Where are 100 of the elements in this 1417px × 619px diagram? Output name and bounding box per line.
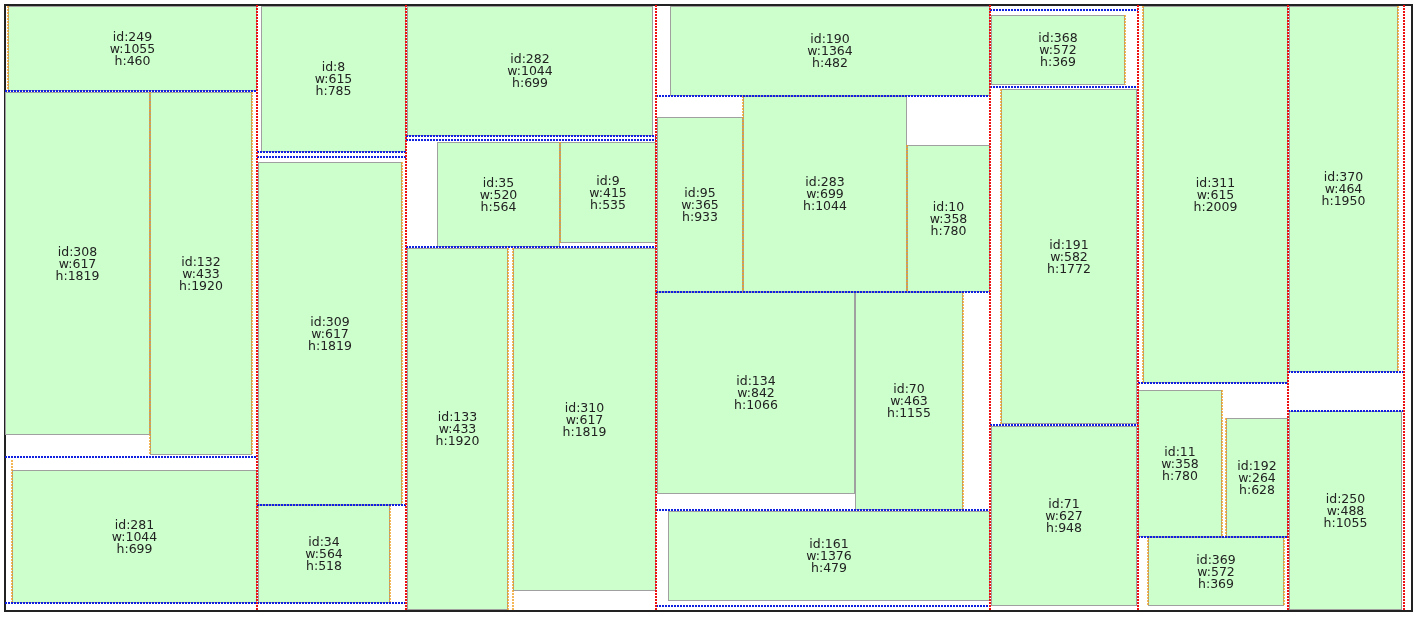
dimension-text: id:309	[310, 315, 350, 328]
dimension-text: id:190	[810, 33, 850, 45]
packed-rectangle	[407, 248, 508, 610]
dimension-text: h:1920	[435, 435, 480, 447]
dimension-text: id:282	[510, 53, 550, 65]
dimension-text: id:10	[932, 200, 965, 213]
dimension-text: h:1066	[734, 399, 778, 411]
dimension-text: h:1772	[1047, 262, 1091, 275]
dimension-text: w:617	[565, 413, 604, 426]
dimension-text: id:370	[1323, 171, 1364, 183]
dimension-text: id:161	[809, 538, 849, 550]
dimension-text: id:132	[181, 255, 221, 268]
dimension-text: h:2009	[1193, 200, 1238, 213]
packed-rectangle	[991, 426, 1137, 606]
packed-rectangle	[1289, 411, 1402, 610]
dimension-text: h:1155	[887, 407, 931, 419]
dimension-text: h:628	[1239, 483, 1275, 496]
dimension-text: id:134	[736, 375, 776, 387]
dimension-text: h:699	[116, 542, 153, 555]
packed-rectangle	[657, 117, 743, 292]
packed-rectangle	[1226, 418, 1288, 537]
dimension-text: h:1920	[179, 279, 223, 292]
dimension-text: h:535	[590, 198, 626, 211]
dimension-text: h:780	[930, 224, 967, 237]
packed-rectangle	[670, 6, 990, 96]
dimension-text: w:520	[479, 188, 518, 201]
dimension-text: w:617	[58, 257, 97, 270]
dimension-text: h:369	[1198, 577, 1234, 590]
dimension-text: h:518	[306, 560, 342, 572]
dimension-text: id:192	[1237, 459, 1277, 472]
dimension-text: w:582	[1050, 250, 1088, 263]
dimension-text: id:368	[1038, 32, 1078, 44]
dimension-text: w:615	[314, 73, 353, 85]
packed-rectangle	[1143, 6, 1288, 383]
dimension-text: h:564	[480, 200, 517, 213]
dimension-text: w:1044	[111, 530, 158, 543]
packed-rectangle	[1289, 6, 1398, 372]
dimension-text: w:1376	[806, 550, 852, 562]
packed-rectangle	[5, 92, 150, 435]
dimension-text: w:699	[806, 188, 844, 200]
dimension-text: w:572	[1197, 565, 1235, 578]
dimension-text: id:310	[564, 401, 605, 414]
dimension-text: h:479	[811, 562, 847, 574]
dimension-text: id:308	[57, 245, 98, 258]
packed-rectangle	[907, 145, 990, 292]
packed-rectangle	[12, 470, 257, 603]
dimension-text: w:572	[1039, 44, 1077, 56]
dimension-text: h:785	[315, 85, 352, 97]
dimension-text: w:358	[929, 212, 968, 225]
packed-rectangle	[991, 15, 1125, 85]
packed-rectangle	[668, 511, 990, 601]
packed-rectangle	[513, 248, 656, 591]
packed-rectangle	[1001, 89, 1137, 424]
dimension-text: id:34	[308, 536, 340, 548]
dimension-text: w:842	[737, 387, 775, 399]
dimension-text: h:1055	[1323, 516, 1368, 529]
packed-rectangle	[560, 142, 656, 243]
packed-rectangle	[407, 6, 653, 136]
dimension-text: h:699	[512, 77, 548, 89]
dimension-text: h:780	[1162, 469, 1198, 482]
dimension-text: w:433	[182, 267, 220, 280]
packed-rectangle	[1138, 390, 1222, 537]
dimension-text: w:433	[438, 423, 477, 435]
dimension-text: id:71	[1048, 498, 1080, 510]
dimension-text: h:1819	[562, 425, 607, 438]
dimension-text: id:311	[1195, 176, 1236, 189]
dimension-text: id:369	[1196, 553, 1236, 566]
dimension-text: h:369	[1040, 56, 1076, 68]
dimension-text: id:281	[114, 518, 155, 531]
dimension-text: w:463	[890, 395, 928, 407]
dimension-text: id:191	[1049, 238, 1089, 251]
dimension-text: id:95	[684, 186, 716, 199]
dimension-text: id:9	[596, 174, 620, 187]
packed-rectangle	[150, 92, 252, 455]
dimension-text: w:415	[589, 186, 627, 199]
dimension-text: id:35	[482, 176, 515, 189]
dimension-text: w:615	[1196, 188, 1235, 201]
dimension-text: h:482	[812, 57, 848, 69]
dimension-text: w:464	[1324, 183, 1363, 195]
dimension-text: id:249	[112, 30, 153, 43]
dimension-text: w:488	[1326, 504, 1365, 517]
dimension-text: h:933	[682, 210, 718, 223]
dimension-text: h:460	[114, 54, 151, 67]
packed-rectangle	[258, 505, 390, 603]
dimension-text: w:627	[1045, 510, 1083, 522]
packed-rectangle	[8, 6, 257, 91]
dimension-text: id:70	[893, 383, 925, 395]
packed-rectangle	[1148, 537, 1284, 606]
dimension-text: h:1950	[1321, 195, 1366, 207]
dimension-text: id:133	[437, 411, 478, 423]
packed-rectangle	[657, 292, 855, 494]
dimension-text: w:1364	[807, 45, 853, 57]
dimension-text: w:264	[1238, 471, 1276, 484]
dimension-text: w:617	[311, 327, 349, 340]
dimension-text: h:948	[1046, 522, 1082, 534]
dimension-text: w:365	[681, 198, 719, 211]
packed-rectangle	[437, 142, 560, 247]
dimension-text: h:1044	[803, 200, 847, 212]
dimension-text: w:564	[305, 548, 343, 560]
dimension-text: w:358	[1161, 457, 1199, 470]
